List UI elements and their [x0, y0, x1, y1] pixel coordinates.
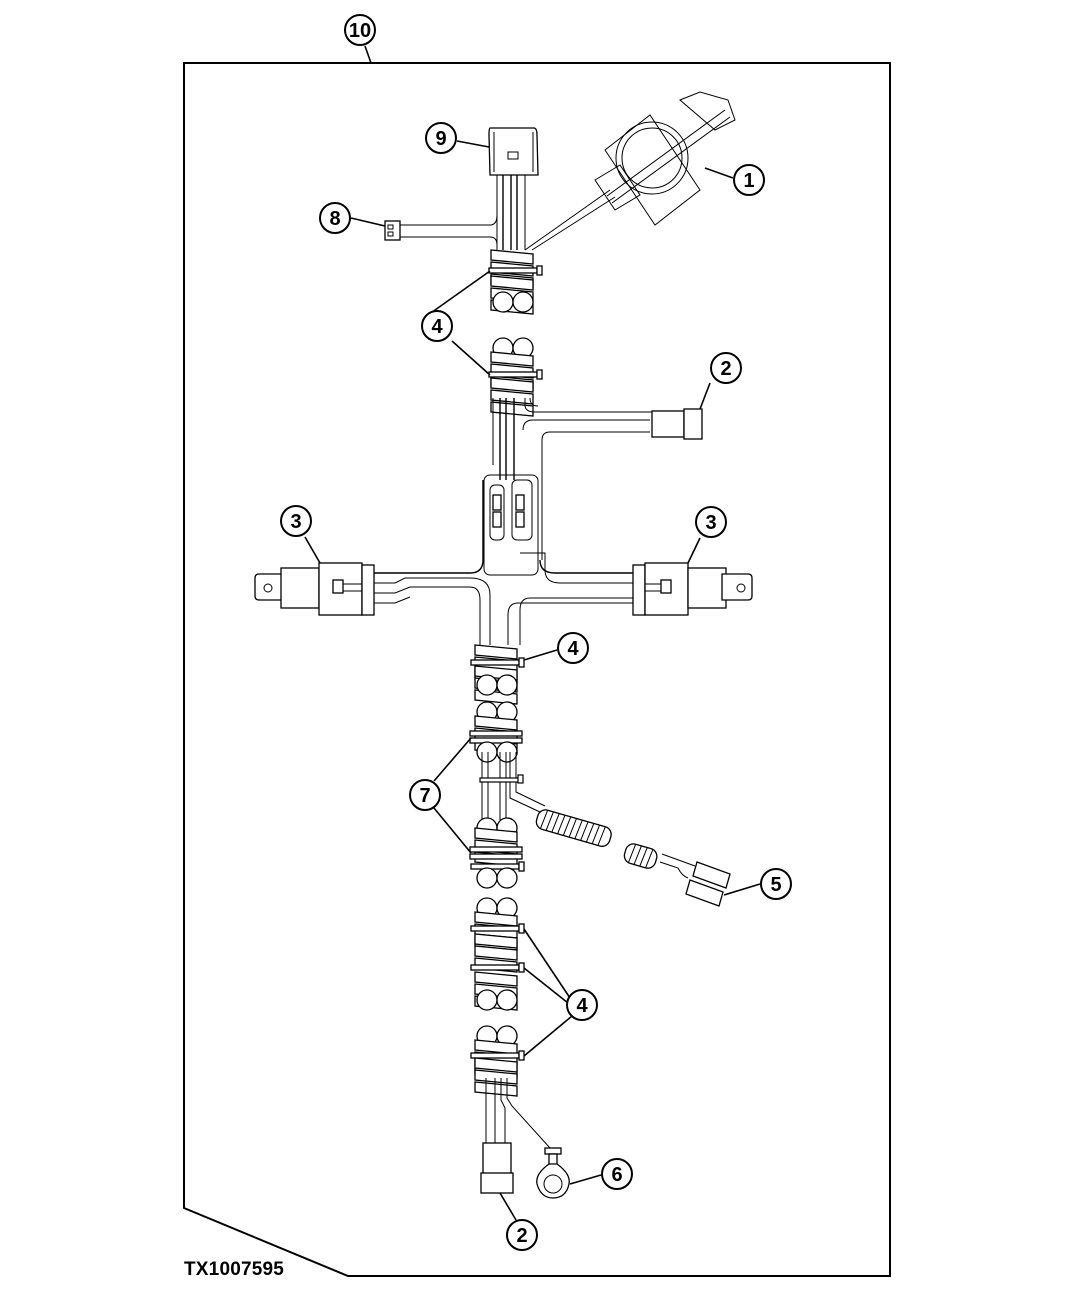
- svg-text:2: 2: [720, 358, 731, 380]
- svg-text:1: 1: [743, 170, 754, 192]
- callout-9: 9: [425, 122, 457, 154]
- svg-text:10: 10: [349, 20, 371, 42]
- svg-text:7: 7: [419, 785, 430, 807]
- svg-text:8: 8: [329, 208, 340, 230]
- svg-text:3: 3: [705, 512, 716, 534]
- callout-3-right: 3: [695, 506, 727, 538]
- figure-frame: [183, 62, 891, 1277]
- relay-branch-left: [372, 480, 491, 645]
- callout-2-upper: 2: [710, 352, 742, 384]
- svg-text:5: 5: [770, 874, 781, 896]
- callout-7: 7: [409, 779, 441, 811]
- sensor-connector: [524, 91, 736, 251]
- svg-text:3: 3: [290, 511, 301, 533]
- split-clamp-assembly: [469, 701, 546, 889]
- svg-text:4: 4: [576, 995, 588, 1017]
- svg-text:6: 6: [611, 1164, 622, 1186]
- callout-2-bottom: 2: [506, 1219, 538, 1251]
- cable-tie-upper-mid: [488, 337, 543, 417]
- leader-lines: [304, 45, 761, 1221]
- cable-tie-center: [470, 644, 525, 705]
- callout-1: 1: [733, 164, 765, 196]
- callout-4-top: 4: [421, 310, 453, 342]
- callout-5: 5: [760, 868, 792, 900]
- relay-connector-right: [632, 562, 753, 616]
- bottom-branch: [480, 1078, 570, 1199]
- harness-trunk: [492, 397, 652, 560]
- multi-pin-connector: [488, 127, 539, 250]
- relay-branch-right: [507, 552, 637, 645]
- callout-6: 6: [601, 1158, 633, 1190]
- figure-id-label: TX1007595: [184, 1259, 285, 1280]
- sensor-plug-branch: [535, 809, 731, 907]
- callout-10: 10: [344, 14, 376, 46]
- cable-tie-lower: [470, 897, 525, 1097]
- svg-text:4: 4: [567, 638, 579, 660]
- two-pin-connector: [384, 200, 498, 246]
- callout-4-lower: 4: [566, 989, 598, 1021]
- callout-8: 8: [319, 202, 351, 234]
- callout-3-left: 3: [280, 505, 312, 537]
- svg-text:2: 2: [516, 1225, 527, 1247]
- fuse-block: [483, 474, 539, 576]
- svg-text:9: 9: [435, 128, 446, 150]
- callout-4-center: 4: [557, 632, 589, 664]
- connector-upper-right: [651, 408, 703, 440]
- cable-tie-top: [488, 249, 543, 315]
- svg-text:4: 4: [431, 316, 443, 338]
- relay-connector-left: [254, 562, 375, 616]
